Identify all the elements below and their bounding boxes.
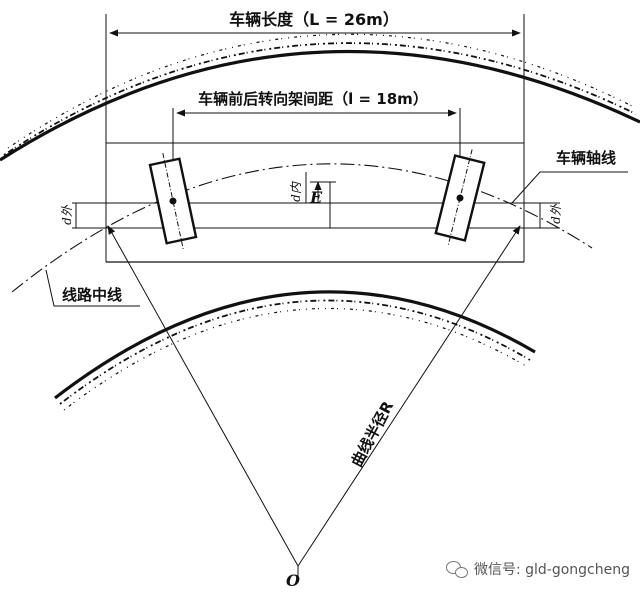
watermark: 微信号: gld-gongcheng bbox=[445, 559, 630, 579]
wechat-icon bbox=[445, 560, 468, 578]
bogie-spacing-dimension: 车辆前后转向架间距（l = 18m） bbox=[172, 88, 461, 200]
rear-bogie bbox=[434, 149, 486, 247]
watermark-text: 微信号: gld-gongcheng bbox=[473, 562, 630, 578]
front-bogie bbox=[148, 152, 198, 250]
d-inner-label: d内 bbox=[289, 181, 303, 202]
vehicle-axis-label: 车辆轴线 bbox=[556, 149, 616, 167]
curve-radius-label: 曲线半径R bbox=[348, 398, 398, 470]
midspan-offset: d内 E bbox=[289, 172, 336, 228]
vehicle-length-dimension: 车辆长度（L = 26m） bbox=[105, 8, 525, 262]
e-label: E bbox=[309, 188, 323, 207]
route-centerline-label: 线路中线 bbox=[62, 286, 122, 304]
d-outer-left-label: d外 bbox=[60, 204, 74, 225]
route-centerline-callout: 线路中线 bbox=[45, 269, 140, 307]
route-centerline bbox=[11, 163, 593, 293]
d-outer-right-label: d外 bbox=[549, 203, 563, 224]
radius-lines bbox=[107, 225, 521, 578]
inner-tunnel-wall bbox=[54, 290, 536, 411]
bogie-spacing-label: 车辆前后转向架间距（l = 18m） bbox=[198, 90, 428, 108]
vehicle-axis-callout: 车辆轴线 bbox=[511, 149, 628, 204]
center-point-label: O bbox=[286, 571, 300, 590]
d-outer-right: d外 bbox=[539, 203, 563, 228]
d-outer-left: d外 bbox=[60, 203, 77, 228]
vehicle-length-label: 车辆长度（L = 26m） bbox=[229, 10, 399, 29]
